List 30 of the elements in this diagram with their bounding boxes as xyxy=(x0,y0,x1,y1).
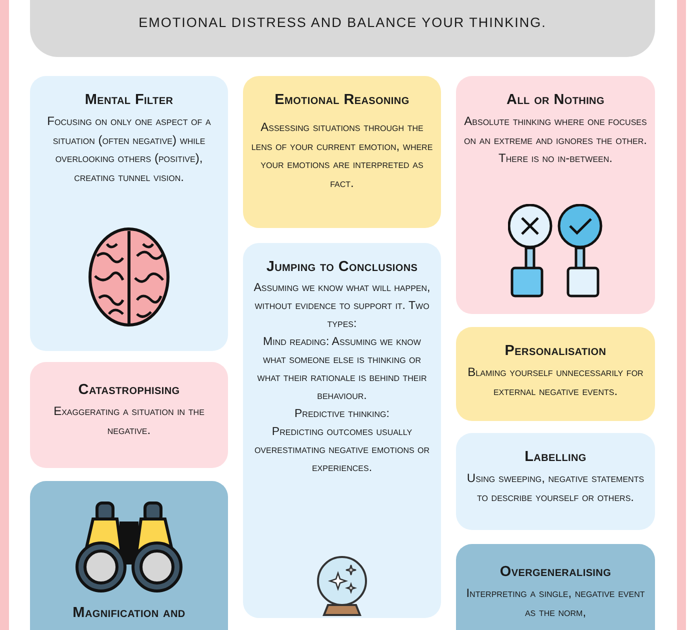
card-title: All or Nothing xyxy=(506,92,606,108)
card-title: Mental Filter xyxy=(84,92,174,108)
info-card xyxy=(30,76,228,351)
info-card xyxy=(30,362,228,468)
card-description: Predictive thinking: xyxy=(294,407,390,422)
card-title: Catastrophising xyxy=(77,382,181,398)
card-description: Exaggerating a situation in the negative. xyxy=(52,403,206,438)
card-title: Emotional Reasoning xyxy=(274,92,410,108)
card-description: Predicting outcomes usually overestimating negative emotions or experiences. xyxy=(253,425,431,476)
card-title: Jumping to Conclusions xyxy=(265,259,419,275)
card-description: Blaming yourself unnecessarily for external negative events. xyxy=(466,364,644,400)
card-description: Interpreting a single, negative event as the norm, xyxy=(465,585,646,620)
card-description: Mind reading: Assuming we know what someone else is thinking or what their rationale is behind their behaviour. xyxy=(256,335,428,404)
card-title: Magnification and xyxy=(72,605,186,621)
info-card xyxy=(456,327,655,421)
banner-text: EMOTIONAL DISTRESS AND BALANCE YOUR THINKING. xyxy=(138,14,548,32)
card-description: Absolute thinking where one focuses on an extreme and ignores the other. There is no in-between. xyxy=(464,113,647,167)
card-description: Assessing situations through the lens of your current emotion, where your emotions are interpreted as fact. xyxy=(251,119,433,192)
info-card xyxy=(456,433,655,530)
info-card xyxy=(456,76,655,314)
info-card xyxy=(243,243,441,618)
card-description: Assuming we know what will happen, without evidence to support it. Two types: xyxy=(252,281,432,332)
info-card xyxy=(243,76,441,228)
info-card xyxy=(30,481,228,630)
card-description: Using sweeping, negative statements to describe yourself or others. xyxy=(466,470,646,506)
info-card xyxy=(456,544,655,630)
card-title: Overgeneralising xyxy=(498,564,612,580)
card-title: Personalisation xyxy=(504,343,608,359)
card-description: Focusing on only one aspect of a situation (often negative) while overlooking others (positive), creating tunnel vision. xyxy=(46,113,212,186)
card-title: Labelling xyxy=(524,449,588,465)
